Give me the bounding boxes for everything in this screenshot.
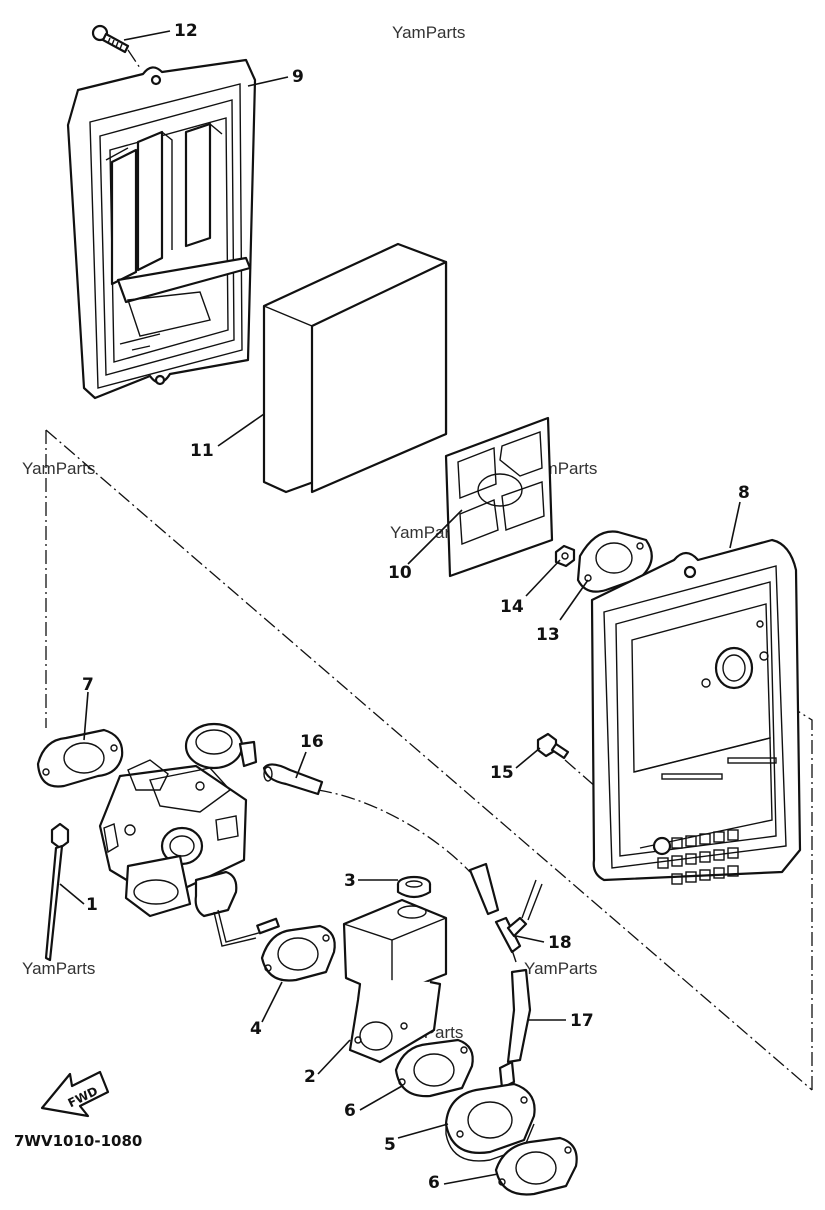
callout-3: 3: [344, 871, 356, 891]
clamp-1: [44, 822, 70, 962]
callout-6-lower: 6: [428, 1173, 440, 1193]
watermark: YamParts: [22, 959, 95, 978]
gasket-13: [576, 530, 653, 593]
gasket-7: [36, 728, 124, 788]
insulator-2: [342, 898, 448, 1064]
callout-5: 5: [384, 1135, 396, 1155]
callout-16: 16: [300, 732, 324, 752]
callout-17: 17: [570, 1011, 594, 1031]
watermark: YamParts: [392, 23, 465, 42]
callout-15: 15: [490, 763, 514, 783]
filter-element-11: [262, 242, 448, 494]
vent-slots: [657, 829, 739, 885]
callout-12: 12: [174, 21, 198, 41]
nut-14: [554, 544, 576, 568]
callout-18: 18: [548, 933, 572, 953]
joint-5: [444, 1082, 536, 1162]
callout-1: 1: [86, 895, 98, 915]
gasket-10: [444, 416, 554, 578]
gasket-6-lower: [494, 1136, 578, 1196]
callout-11: 11: [190, 441, 214, 461]
screw-12: [91, 24, 141, 69]
diagram-code: 7WV1010-1080: [14, 1132, 142, 1150]
case-cover-8: [590, 538, 802, 885]
watermark: YamParts: [524, 959, 597, 978]
callout-6-upper: 6: [344, 1101, 356, 1121]
watermark: YamParts: [22, 459, 95, 478]
bolt-15: [536, 732, 570, 760]
callout-9: 9: [292, 67, 304, 87]
hose-17: [498, 968, 532, 1090]
hose-16: [262, 763, 500, 916]
air-cleaner-case-9: [66, 58, 257, 400]
gasket-6-upper: [394, 1038, 474, 1098]
callout-14: 14: [500, 597, 524, 617]
callout-8: 8: [738, 483, 750, 503]
callout-13: 13: [536, 625, 560, 645]
carburetor: [98, 722, 280, 947]
gasket-4: [260, 924, 336, 982]
fwd-arrow-icon: FWD: [40, 1070, 110, 1118]
callout-10: 10: [388, 563, 412, 583]
callout-leaders: [59, 30, 741, 1185]
grommet-3: [396, 875, 432, 899]
callout-4: 4: [250, 1019, 262, 1039]
callout-2: 2: [304, 1067, 316, 1087]
callout-7: 7: [82, 675, 94, 695]
joint-18: [494, 879, 543, 963]
callout-numbers: 12 9 11 10 8 14 13 15 7 16 3 1 18 17 4 2…: [82, 21, 750, 1193]
